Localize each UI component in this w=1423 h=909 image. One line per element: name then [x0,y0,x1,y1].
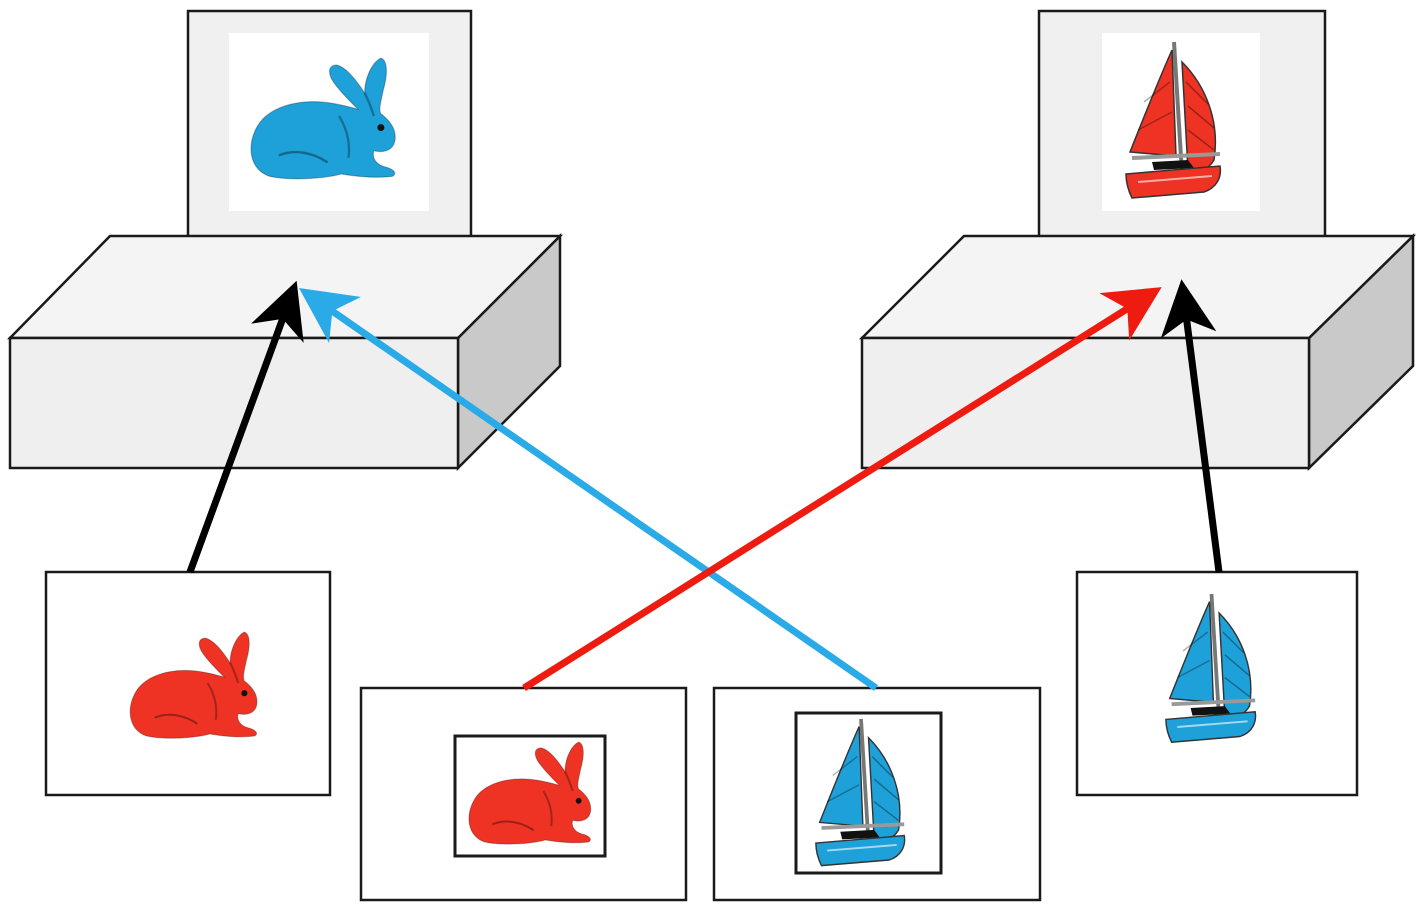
card-blue-sailboat-framed [712,686,1042,902]
arrow-black-right [1160,279,1223,573]
right-tray-front [860,336,1311,470]
card-blue-sailboat [1075,570,1359,797]
left-tray [7,9,564,472]
arrow-red [522,287,1162,691]
arrow-blue [298,288,878,691]
right-tray [858,9,1417,471]
arrow-black-left [186,280,304,574]
card-red-rabbit [44,570,332,797]
card-red-rabbit-framed [359,686,688,902]
